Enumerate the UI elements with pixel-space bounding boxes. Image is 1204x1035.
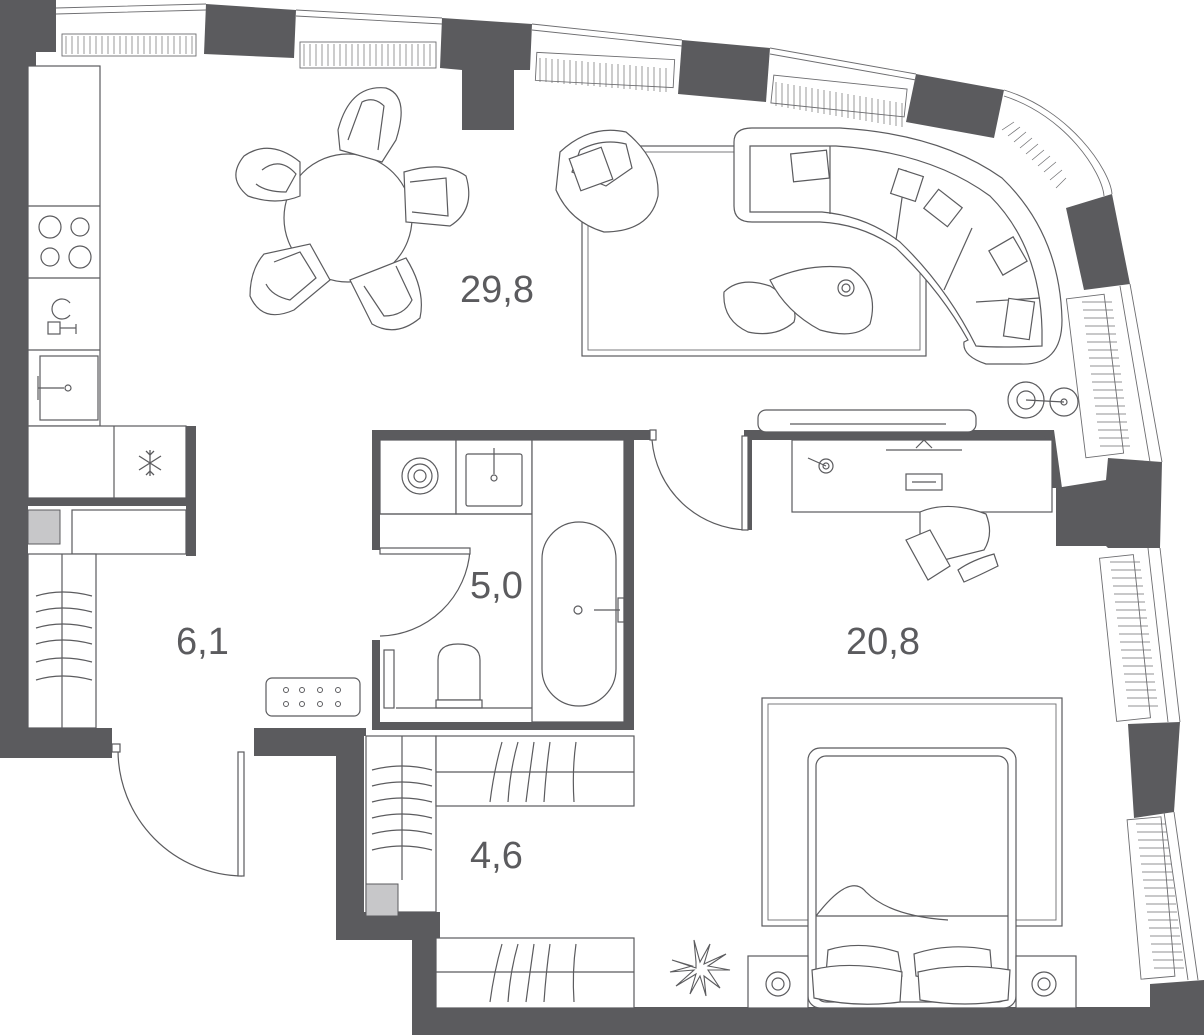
ventilation-shaft	[27, 509, 61, 545]
washing-machine-icon	[401, 457, 439, 495]
desk-lamp-icon	[807, 457, 834, 474]
area-label-wardrobe: 4,6	[470, 835, 523, 877]
hob-icon	[38, 215, 92, 269]
kitchen	[27, 65, 187, 499]
lamp-icon	[1007, 381, 1079, 419]
faucet-icon	[47, 298, 77, 335]
wardrobe-furniture	[365, 735, 635, 1009]
dining-set	[235, 87, 470, 331]
hall-furniture	[27, 509, 361, 729]
ventilation-shaft-2	[365, 883, 399, 917]
snowflake-icon	[138, 450, 162, 476]
bathroom-fixtures	[379, 439, 625, 723]
area-label-hall: 6,1	[176, 621, 229, 663]
area-label-bedroom: 20,8	[846, 621, 920, 663]
bedroom-furniture	[669, 409, 1077, 1009]
plant-icon	[669, 939, 731, 997]
windows	[55, 3, 1199, 981]
doors	[111, 429, 749, 877]
area-label-living: 29,8	[460, 269, 534, 311]
area-label-bathroom: 5,0	[470, 565, 523, 607]
area-labels: 29,8 6,1 5,0 20,8 4,6	[176, 269, 920, 877]
living-furniture	[555, 127, 1079, 419]
